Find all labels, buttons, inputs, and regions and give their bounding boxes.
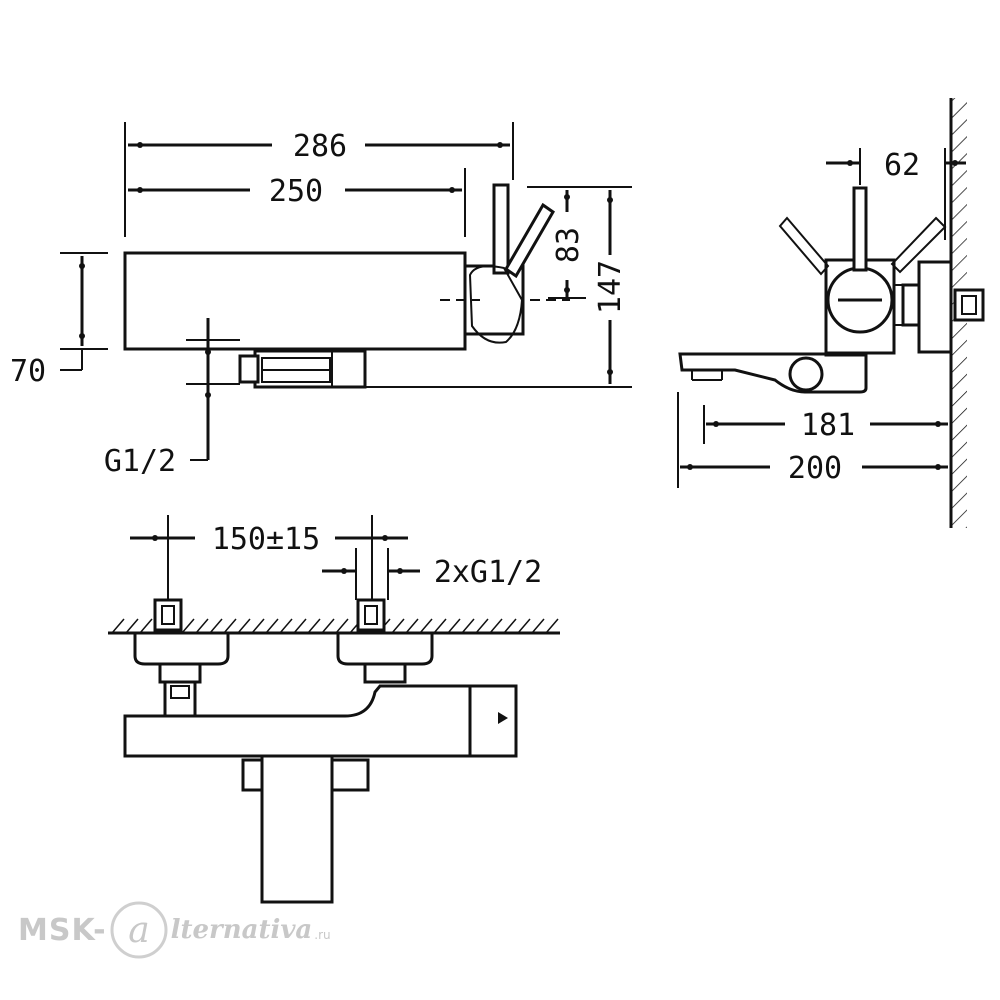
- mixer-body-front: [123, 251, 467, 351]
- watermark-at-logo-icon: a: [110, 901, 168, 959]
- watermark-msk: MSK-: [18, 912, 107, 948]
- diverter-knob: [788, 356, 824, 392]
- lever-ghost-left: [778, 216, 830, 276]
- spout-collar-left: [241, 758, 264, 792]
- dimension-286: 286: [293, 129, 347, 164]
- inlet-nut-left: [153, 598, 183, 632]
- lever-tilted: [504, 202, 555, 279]
- wall-hatch-bottom: [111, 618, 559, 634]
- dimension-2xg12: 2xG1/2: [434, 555, 542, 590]
- watermark-ru: .ru: [314, 928, 331, 942]
- side-view: 62 181 200: [677, 98, 985, 528]
- watermark: MSK- a lternativa .ru: [18, 900, 331, 960]
- dimension-150: 150±15: [212, 522, 320, 557]
- watermark-lternativa: lternativa: [170, 915, 313, 945]
- dimension-62: 62: [884, 148, 920, 183]
- lever-knob: [468, 265, 524, 344]
- wall-flange: [917, 260, 953, 354]
- dimension-250: 250: [269, 174, 323, 209]
- dimension-147: 147: [593, 260, 628, 314]
- wall-inlet-nut: [953, 288, 985, 322]
- svg-text:a: a: [128, 910, 149, 951]
- front-view: 286 250 83 147 70: [10, 122, 632, 479]
- inlet-nut-right: [356, 598, 386, 632]
- flange-right: [336, 631, 434, 666]
- dimension-g12: G1/2: [104, 444, 176, 479]
- flange-nut: [901, 283, 921, 327]
- connector-right-top: [363, 662, 407, 684]
- dimension-83: 83: [551, 227, 586, 263]
- side-lever: [852, 186, 868, 272]
- outlet-cap: [238, 354, 260, 384]
- spout-collar-right: [330, 758, 370, 792]
- spout-side: [678, 352, 868, 394]
- dimension-181: 181: [801, 408, 855, 443]
- lever-ghost-right: [890, 216, 947, 274]
- dimension-200: 200: [788, 451, 842, 486]
- handle-marker-icon: [498, 712, 508, 724]
- lever-vertical: [492, 183, 510, 275]
- connector-left-top: [158, 662, 202, 684]
- handle-block: [468, 684, 518, 758]
- spout-top: [260, 754, 334, 904]
- dimension-70: 70: [10, 354, 46, 389]
- top-view: 150±15 2xG1/2: [108, 515, 560, 904]
- flange-left: [133, 631, 230, 666]
